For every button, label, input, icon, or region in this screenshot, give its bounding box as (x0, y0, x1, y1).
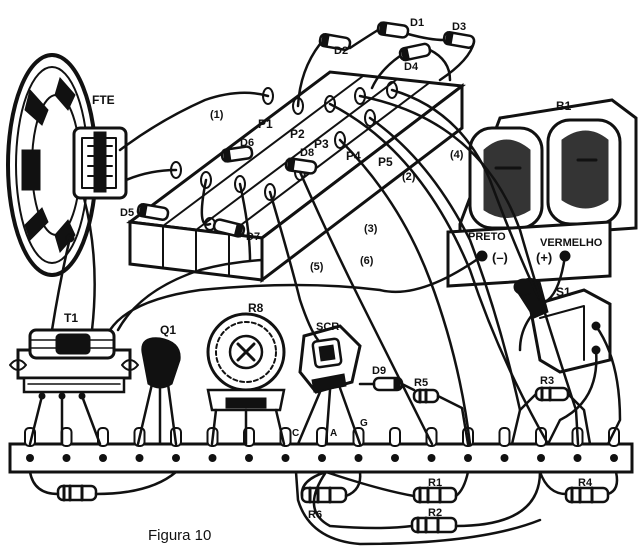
plate-block (126, 70, 466, 284)
label-d8: D8 (300, 147, 314, 159)
terminal-lug (498, 427, 511, 462)
label-q1: Q1 (160, 323, 176, 337)
label-wire6: (6) (360, 255, 374, 267)
transformer-t1 (9, 328, 139, 400)
terminal-lug (316, 427, 328, 462)
label-p1: P1 (258, 117, 273, 131)
label-d2: D2 (334, 45, 348, 57)
label-plus: (+) (536, 250, 552, 265)
label-r8: R8 (248, 301, 264, 315)
resistors-bottom (56, 376, 610, 534)
label-d5: D5 (120, 207, 134, 219)
label-scr-g: G (360, 418, 368, 429)
label-preto: PRETO (468, 231, 506, 243)
wires (28, 28, 622, 546)
terminal-lug (535, 427, 547, 462)
label-p4: P4 (346, 149, 361, 163)
speaker (6, 53, 128, 277)
label-d7: D7 (246, 231, 260, 243)
label-r1: R1 (428, 477, 442, 489)
label-r4: R4 (578, 477, 593, 489)
transistor-q1 (141, 337, 181, 389)
diodes-top (136, 21, 476, 238)
label-d3: D3 (452, 21, 466, 33)
figure-caption: Figura 10 (148, 527, 211, 544)
label-d1: D1 (410, 17, 424, 29)
label-s1: S1 (556, 285, 571, 299)
label-r2: R2 (428, 507, 442, 519)
label-wire2: (2) (402, 171, 416, 183)
label-fte: FTE (92, 93, 115, 107)
label-scr-c: C (292, 428, 299, 439)
terminal-lug (389, 427, 401, 462)
potentiometer-r8 (206, 312, 286, 412)
label-t1: T1 (64, 311, 78, 325)
label-wire3: (3) (364, 223, 378, 235)
terminal-lug (608, 427, 620, 462)
label-vermelho: VERMELHO (540, 237, 603, 249)
component-labels: FTE T1 Q1 R8 SCR B1 S1 PRETO (–) VERMELH… (64, 17, 603, 544)
label-r5: R5 (414, 377, 428, 389)
label-minus: (–) (492, 250, 508, 265)
terminal-lug (425, 427, 438, 462)
label-r3: R3 (540, 375, 554, 387)
label-p5: P5 (378, 155, 393, 169)
label-wire1: (1) (210, 109, 224, 121)
terminal-lug (60, 427, 73, 462)
label-scr: SCR (316, 321, 339, 333)
label-wire5: (5) (310, 261, 324, 273)
label-r6: R6 (308, 509, 322, 521)
label-p3: P3 (314, 137, 329, 151)
label-d4: D4 (404, 61, 419, 73)
terminal-strip (8, 427, 634, 474)
label-scr-a: A (330, 428, 337, 439)
label-p2: P2 (290, 127, 305, 141)
scr (298, 324, 362, 394)
battery-holder-b1 (446, 98, 638, 288)
label-b1: B1 (556, 99, 572, 113)
label-d9: D9 (372, 365, 386, 377)
label-wire4: (4) (450, 149, 464, 161)
terminal-lug (97, 427, 109, 462)
label-d6: D6 (240, 137, 254, 149)
